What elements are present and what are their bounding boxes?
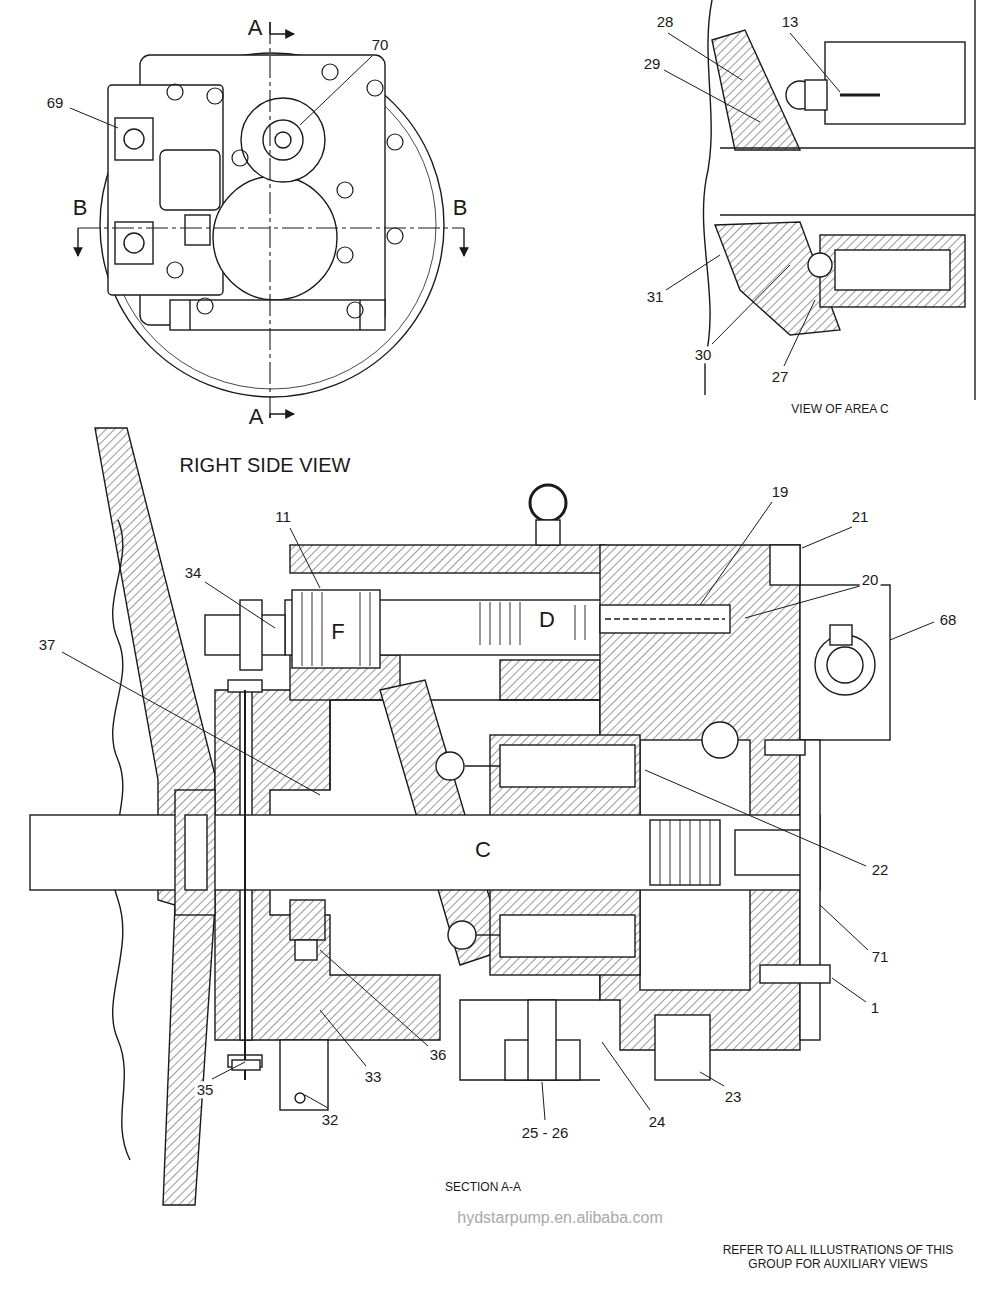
callout-number: 31 [645,288,666,305]
area-letter: D [537,607,557,632]
callout-number: 1 [869,999,881,1016]
section-letter: B [71,195,90,220]
section-letter: B [451,195,470,220]
callout-number: 36 [428,1046,449,1063]
detail-view [664,0,975,400]
callout-number: 24 [647,1113,668,1130]
callout-number: 70 [370,36,391,53]
watermark: hydstarpump.en.alibaba.com [455,1209,664,1227]
callout-number: 20 [860,571,881,588]
callout-number: 13 [780,13,801,30]
section-view [30,428,934,1205]
callout-number: 71 [870,948,891,965]
view-title: RIGHT SIDE VIEW [178,454,353,477]
view-title: SECTION A-A [443,1181,523,1195]
note-text: REFER TO ALL ILLUSTRATIONS OF THIS GROUP… [711,1244,965,1272]
callout-number: 34 [183,564,204,581]
callout-number: 28 [655,13,676,30]
callout-number: 25 - 26 [520,1124,571,1141]
callout-number: 23 [723,1088,744,1105]
callout-number: 30 [693,346,714,363]
callout-number: 69 [45,94,66,111]
area-letter: F [329,619,346,644]
callout-number: 11 [273,508,293,525]
callout-number: 68 [938,611,959,628]
callout-number: 22 [870,861,891,878]
section-letter: A [246,15,265,40]
area-letter: C [473,837,493,862]
callout-number: 27 [770,368,791,385]
section-letter: A [247,404,266,429]
view-title: VIEW OF AREA C [789,403,890,417]
callout-number: 21 [850,508,871,525]
end-view [70,22,464,418]
callout-number: 32 [320,1111,341,1128]
callout-number: 19 [770,483,791,500]
callout-number: 29 [642,55,663,72]
callout-number: 33 [363,1068,384,1085]
callout-number: 37 [37,636,58,653]
callout-number: 35 [195,1081,216,1098]
